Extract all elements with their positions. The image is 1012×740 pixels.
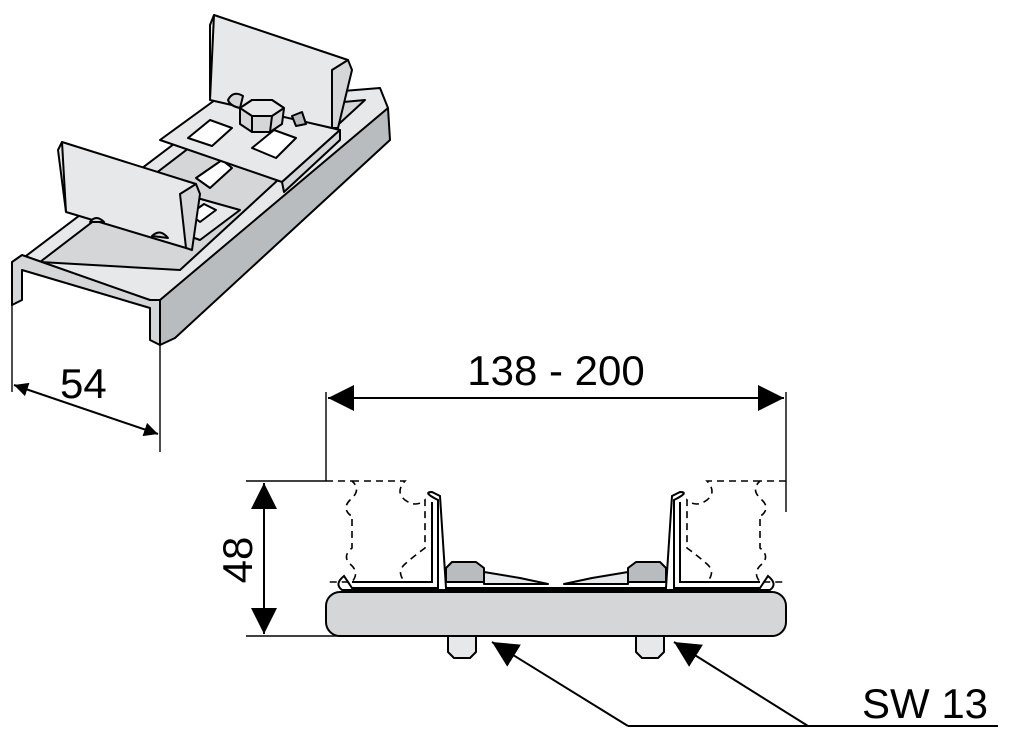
base-rail xyxy=(325,591,787,637)
profile-outline-right xyxy=(686,480,786,583)
width-dimension: 54 xyxy=(11,305,161,452)
nut-right xyxy=(627,561,667,583)
height-dimension: 48 xyxy=(214,480,340,637)
span-dimension: 138 - 200 xyxy=(325,347,787,512)
height-label: 48 xyxy=(214,537,261,584)
channel-profile xyxy=(337,490,775,591)
nut-left xyxy=(445,561,485,583)
profile-outline-left xyxy=(326,480,426,583)
bolt-head-left xyxy=(447,635,477,659)
wrench-size-label: SW 13 xyxy=(862,680,988,727)
wrench-size-callout: SW 13 xyxy=(491,641,998,727)
span-label: 138 - 200 xyxy=(467,347,644,394)
bolt-head-right xyxy=(635,635,665,659)
section-view xyxy=(325,480,787,659)
width-label: 54 xyxy=(60,360,107,407)
isometric-bracket-view xyxy=(11,14,391,346)
